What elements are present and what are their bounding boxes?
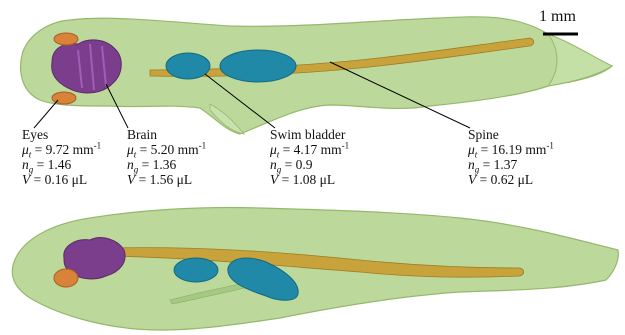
label-spine-v: = 0.62 μL — [480, 172, 533, 187]
label-eyes-mu: = 9.72 mm — [35, 142, 94, 157]
label-eyes-name: Eyes — [22, 127, 101, 142]
label-eyes-v: = 0.16 μL — [34, 172, 87, 187]
label-brain-n: = 1.36 — [142, 157, 177, 172]
top-swim-bladder-posterior — [220, 50, 296, 82]
label-swim-bladder: Swim bladder μt = 4.17 mm-1 ng = 0.9 V =… — [270, 127, 349, 187]
label-swim-bladder-name: Swim bladder — [270, 127, 349, 142]
top-eye-upper — [54, 33, 78, 45]
top-swim-bladder-anterior — [166, 53, 210, 79]
top-fish-tail — [548, 34, 612, 86]
scale-bar-label: 1 mm — [539, 8, 576, 26]
top-brain — [52, 40, 122, 93]
leader-eyes — [34, 100, 58, 128]
label-brain: Brain μt = 5.20 mm-1 ng = 1.36 V = 1.56 … — [127, 127, 206, 187]
label-brain-v: = 1.56 μL — [139, 172, 192, 187]
label-spine-n: = 1.37 — [483, 157, 518, 172]
label-swim-bladder-mu: = 4.17 mm — [283, 142, 342, 157]
label-swim-bladder-v: = 1.08 μL — [282, 172, 335, 187]
bottom-eye — [54, 269, 78, 287]
label-brain-name: Brain — [127, 127, 206, 142]
bottom-fish — [12, 207, 618, 330]
bottom-swim-bladder-anterior — [174, 258, 218, 282]
label-eyes: Eyes μt = 9.72 mm-1 ng = 1.46 V = 0.16 μ… — [22, 127, 101, 187]
label-spine: Spine μt = 16.19 mm-1 ng = 1.37 V = 0.62… — [468, 127, 554, 187]
label-eyes-n: = 1.46 — [37, 157, 72, 172]
label-spine-name: Spine — [468, 127, 554, 142]
label-spine-mu: = 16.19 mm — [481, 142, 547, 157]
label-brain-mu: = 5.20 mm — [140, 142, 199, 157]
label-swim-bladder-n: = 0.9 — [285, 157, 313, 172]
top-fish — [21, 17, 612, 134]
